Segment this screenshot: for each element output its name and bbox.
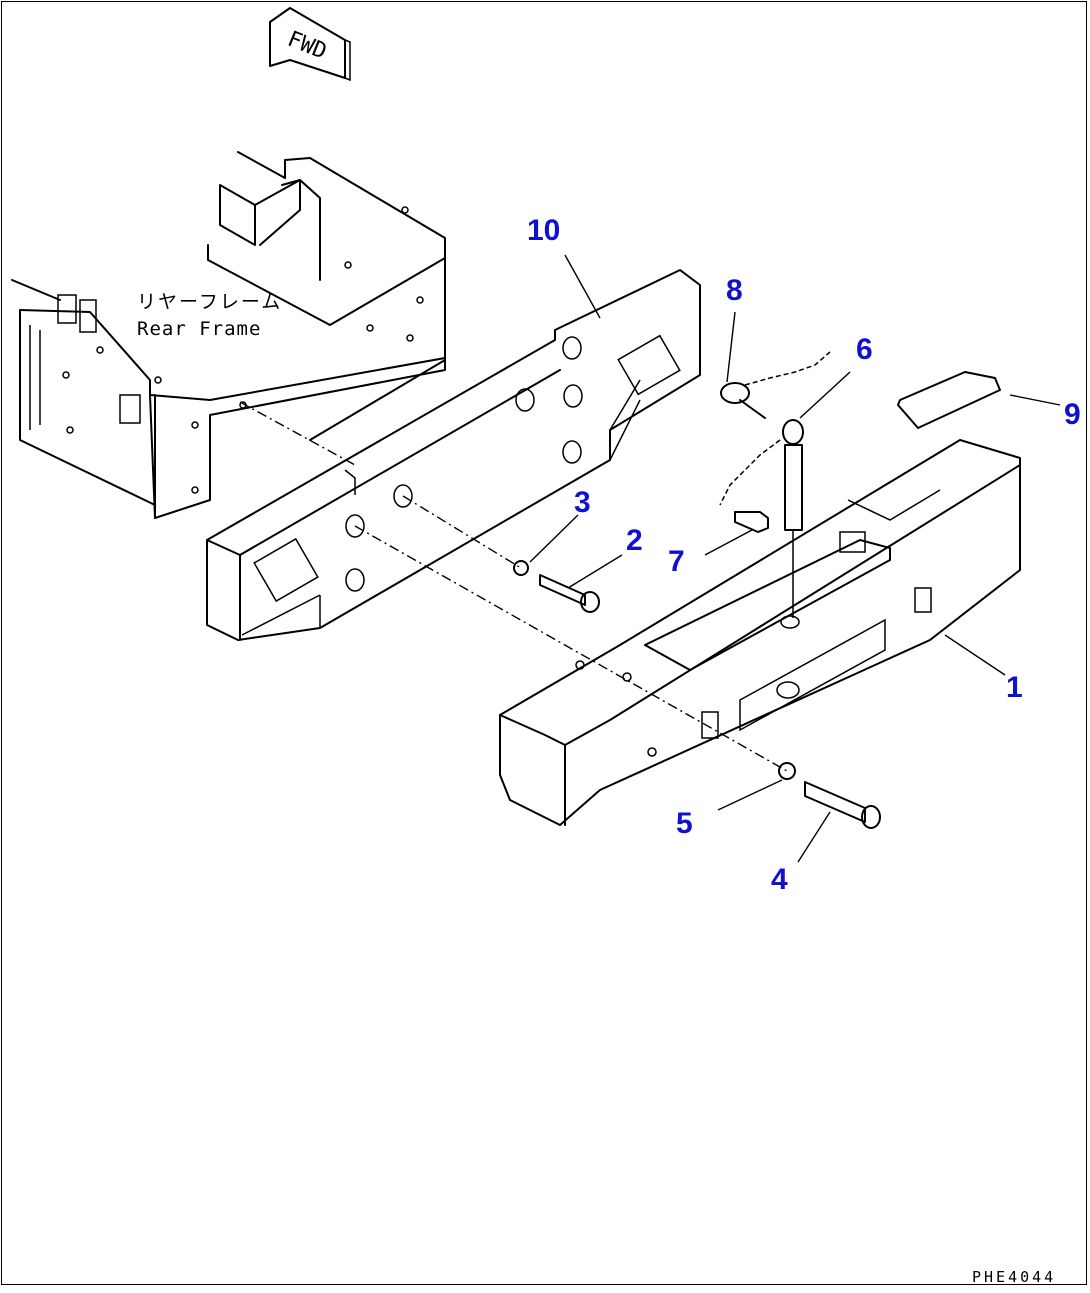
callout-5: 5 (676, 807, 693, 840)
callout-3: 3 (574, 486, 591, 519)
bolt-lower (804, 781, 881, 829)
cover-plate (897, 371, 1001, 429)
drawing-code: PHE4044 (972, 1268, 1056, 1286)
lock-pin (782, 419, 804, 618)
washer-upper (513, 560, 529, 576)
callout-9: 9 (1064, 398, 1081, 431)
callout-7: 7 (668, 545, 685, 578)
callouts: 10 8 6 9 1 3 2 7 5 4 (527, 214, 1081, 896)
alignment-lines (239, 401, 788, 772)
bolt-small (734, 511, 769, 533)
callout-1: 1 (1006, 671, 1023, 704)
callout-6: 6 (856, 333, 873, 366)
callout-2: 2 (626, 524, 643, 557)
bolt-upper (539, 574, 600, 613)
fwd-arrow: FWD (269, 7, 351, 82)
fwd-label: FWD (284, 27, 330, 65)
frame-label-en: Rear Frame (137, 318, 261, 340)
chain (719, 351, 831, 506)
rear-frame: リヤーフレーム Rear Frame (11, 151, 446, 519)
frame-label-jp: リヤーフレーム (137, 291, 282, 313)
mounting-bracket (206, 269, 701, 641)
callout-10: 10 (527, 214, 560, 247)
leader-lines (529, 254, 1061, 863)
washer-lower (778, 762, 796, 780)
counterweight (499, 439, 1021, 826)
callout-4: 4 (771, 863, 788, 896)
callout-8: 8 (726, 274, 743, 307)
